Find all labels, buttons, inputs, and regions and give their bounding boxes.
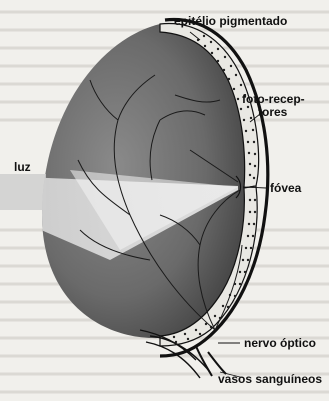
label-nervo-optico: nervo óptico [244, 337, 316, 350]
label-fovea: fóvea [270, 182, 301, 195]
label-vasos-sanguineos: vasos sanguíneos [218, 373, 322, 386]
label-epitelio-pigmentado: epitélio pigmentado [174, 15, 287, 28]
light-beam-outside [0, 174, 46, 210]
label-foto-receptores-line2: tores [258, 106, 287, 119]
label-luz: luz [14, 161, 31, 174]
